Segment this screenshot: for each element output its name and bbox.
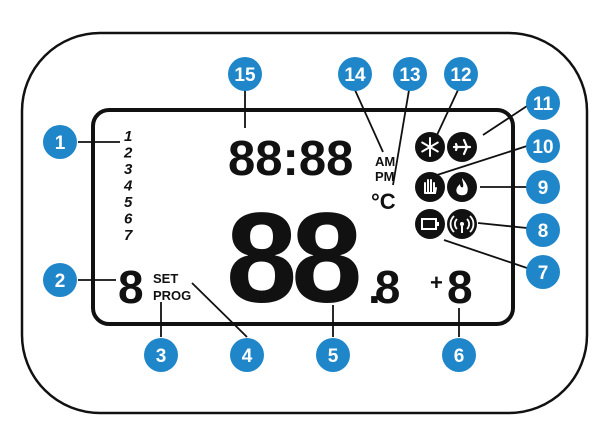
leader-line-7 bbox=[443, 239, 528, 269]
callout-circle-10 bbox=[526, 129, 560, 163]
leader-line-11 bbox=[482, 105, 528, 136]
wireless-signal-icon bbox=[447, 209, 477, 239]
leader-lines bbox=[78, 89, 528, 338]
callout-circle-9 bbox=[526, 170, 560, 204]
leader-line-4 bbox=[191, 282, 248, 338]
offset-digit: 8 bbox=[447, 261, 473, 313]
callout-number-5: 5 bbox=[328, 346, 339, 367]
callout-circle-8 bbox=[526, 213, 560, 247]
callout-circle-12 bbox=[444, 57, 478, 91]
callout-circle-4 bbox=[230, 338, 264, 372]
callout-number-2: 2 bbox=[55, 271, 66, 292]
callout-circle-14 bbox=[338, 57, 372, 91]
flame-icon bbox=[447, 172, 477, 202]
am-label: AM bbox=[375, 154, 395, 169]
callout-number-1: 1 bbox=[55, 133, 66, 154]
set-label: SET bbox=[153, 271, 178, 286]
callout-number-7: 7 bbox=[538, 263, 549, 284]
callout-circle-3 bbox=[144, 338, 178, 372]
battery-icon bbox=[415, 209, 445, 239]
offset-sign: + bbox=[430, 270, 443, 295]
callout-circle-2 bbox=[43, 263, 77, 297]
callout-number-4: 4 bbox=[242, 346, 253, 367]
callout-number-9: 9 bbox=[538, 178, 549, 199]
callout-14: 14 bbox=[338, 57, 372, 91]
callout-7: 7 bbox=[526, 255, 560, 289]
callout-circle-6 bbox=[442, 338, 476, 372]
leader-line-8 bbox=[477, 222, 528, 229]
device-housing bbox=[20, 31, 589, 415]
leader-line-10 bbox=[436, 145, 528, 176]
callout-number-12: 12 bbox=[450, 65, 471, 86]
callout-1: 1 bbox=[43, 125, 77, 159]
callout-5: 5 bbox=[316, 338, 350, 372]
callout-circle-13 bbox=[393, 57, 427, 91]
day-number-3: 3 bbox=[124, 161, 133, 178]
callout-number-10: 10 bbox=[532, 137, 553, 158]
hand-icon bbox=[415, 172, 445, 202]
callout-11: 11 bbox=[526, 86, 560, 120]
snowflake-icon bbox=[415, 132, 445, 162]
callout-13: 13 bbox=[393, 57, 427, 91]
lcd-screen bbox=[91, 108, 515, 326]
decimal-display: .8 bbox=[368, 261, 400, 313]
callout-number-15: 15 bbox=[234, 65, 256, 86]
clock-display: 88:88 bbox=[228, 132, 353, 186]
program-digit: 8 bbox=[118, 261, 144, 313]
leader-line-14 bbox=[354, 89, 384, 153]
callout-4: 4 bbox=[230, 338, 264, 372]
callout-6: 6 bbox=[442, 338, 476, 372]
callout-number-8: 8 bbox=[538, 221, 549, 242]
callout-number-13: 13 bbox=[399, 65, 420, 86]
airplane-icon bbox=[447, 132, 477, 162]
callout-circle-1 bbox=[43, 125, 77, 159]
celsius-unit: °C bbox=[371, 189, 396, 214]
callout-circle-15 bbox=[228, 57, 262, 91]
callout-circle-11 bbox=[526, 86, 560, 120]
callout-10: 10 bbox=[526, 129, 560, 163]
callout-3: 3 bbox=[144, 338, 178, 372]
callout-circle-5 bbox=[316, 338, 350, 372]
prog-label: PROG bbox=[153, 288, 191, 303]
callout-number-14: 14 bbox=[344, 65, 366, 86]
leader-line-12 bbox=[436, 89, 459, 136]
callout-number-3: 3 bbox=[156, 346, 167, 367]
day-number-7: 7 bbox=[124, 227, 133, 244]
callout-number-11: 11 bbox=[533, 94, 554, 115]
callout-2: 2 bbox=[43, 263, 77, 297]
leader-line-13 bbox=[392, 89, 410, 186]
temperature-display: 88 bbox=[226, 187, 359, 330]
day-number-2: 2 bbox=[123, 145, 133, 162]
callout-15: 15 bbox=[228, 57, 262, 91]
day-number-1: 1 bbox=[124, 128, 132, 145]
day-number-4: 4 bbox=[123, 178, 133, 195]
callout-circle-7 bbox=[526, 255, 560, 289]
pm-label: PM bbox=[375, 169, 395, 184]
callout-9: 9 bbox=[526, 170, 560, 204]
callout-number-6: 6 bbox=[454, 346, 465, 367]
callout-12: 12 bbox=[444, 57, 478, 91]
day-number-5: 5 bbox=[124, 194, 133, 211]
day-number-6: 6 bbox=[124, 211, 133, 228]
callout-8: 8 bbox=[526, 213, 560, 247]
